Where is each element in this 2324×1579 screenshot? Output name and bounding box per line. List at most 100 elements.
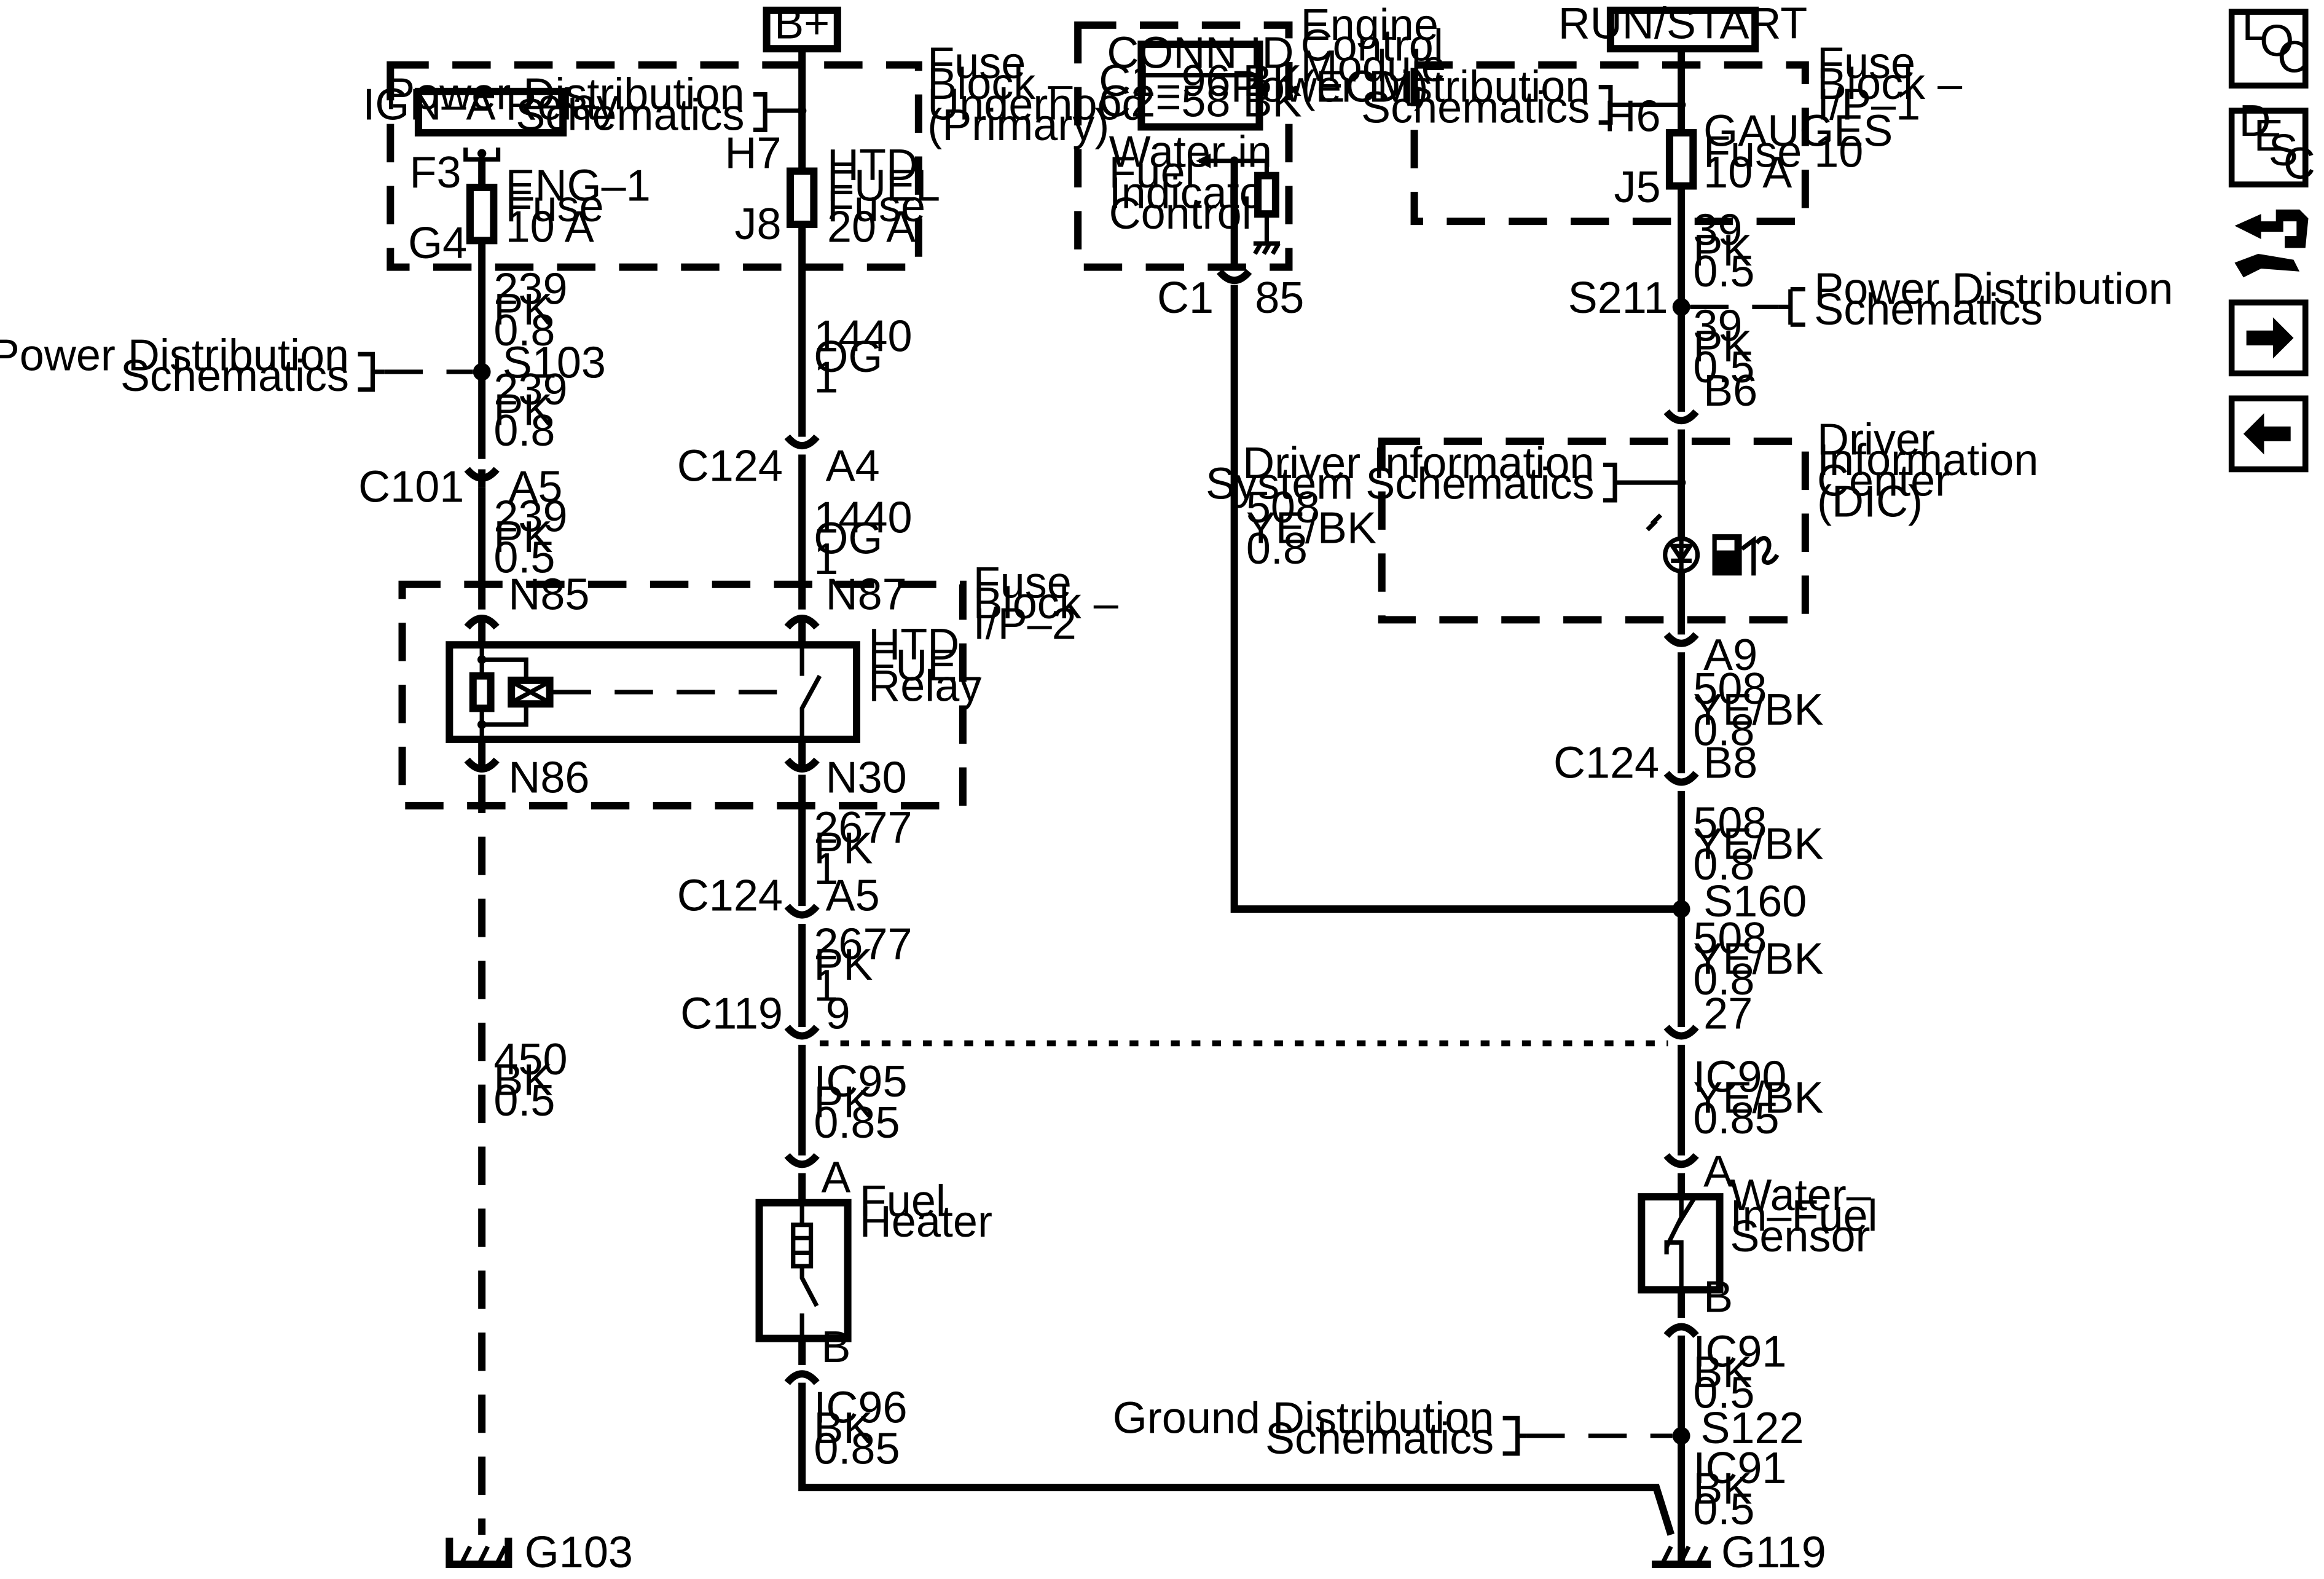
wic91b-1: IC91	[1693, 1444, 1786, 1493]
w239a-2: PK	[493, 285, 552, 334]
htd-fuel-fuse	[786, 167, 818, 228]
next-page-button[interactable]	[2228, 299, 2309, 377]
wic91a-1: IC91	[1693, 1327, 1786, 1376]
wic91a-2: BK	[1693, 1348, 1752, 1397]
wif-sensor-pin-a: A	[1703, 1147, 1733, 1196]
arrow-left-icon	[2243, 413, 2291, 455]
fuse-block-ip2: Fuse Block – I/P–2 HTD FUEL Relay N85 N8…	[398, 558, 1119, 809]
conn-id-line-2: C2=58 BK	[1099, 77, 1301, 127]
w39b-3: 0.5	[1693, 343, 1754, 392]
fuse-block-underhood-title-2: Block –	[927, 60, 1073, 109]
w239c-1: 239	[493, 492, 567, 541]
fuse-block-ip1-title-1: Fuse	[1817, 39, 1915, 88]
wic96-3: 0.85	[814, 1425, 900, 1474]
bplus-label: B+	[774, 0, 830, 48]
ecm-control-2: Fuel	[1109, 148, 1195, 197]
arrow-right-icon	[2246, 317, 2294, 359]
dic-title-4: (DIC)	[1817, 477, 1923, 526]
ecm-control-1: Water in	[1109, 127, 1272, 176]
gauges-fuse-label-1: GAUGES	[1703, 107, 1893, 156]
desc-button[interactable]: D E S C	[2228, 96, 2315, 189]
pd-ref-underhood-1: Power Distribution	[385, 70, 744, 119]
w1440a-2: OG	[814, 333, 882, 382]
dic-top-pin: B6	[1703, 366, 1757, 415]
w239a-3: 0.8	[493, 306, 555, 355]
fuse-block-underhood-title-3: Underhood	[927, 80, 1146, 129]
ground-g103-label: G103	[525, 1528, 633, 1577]
dic-block: Driver Information Center (DIC) Driver I…	[1206, 415, 2038, 624]
runstart-label: RUN/START	[1558, 0, 1807, 48]
w239c-3: 0.5	[493, 534, 555, 583]
ecm-control-4: Control	[1109, 189, 1252, 238]
wic95-1: IC95	[814, 1057, 907, 1106]
htd-fuse-label-3: Fuse	[827, 182, 925, 231]
gauges-fuse-bottom-pin: J5	[1614, 163, 1660, 212]
splice-s103-label: S103	[503, 339, 606, 388]
ecm-pin: 85	[1255, 274, 1304, 323]
previous-page-button[interactable]	[2228, 395, 2309, 473]
ground-dist-ref-1: Ground Distribution	[1113, 1393, 1494, 1443]
w508c-3: 0.8	[1693, 955, 1754, 1004]
fuel-heater-label-1: Fuel	[860, 1176, 946, 1226]
middle-circuit: C124 A4 C124 A5 C119 9 1440 OG 1 1440 OG…	[677, 49, 1675, 1536]
eng1-fuse-label-1: ENG–1	[506, 162, 651, 211]
splice-s103	[473, 363, 491, 381]
c124-left-label: C124	[677, 442, 783, 491]
eng1-fuse-top-pin: F3	[410, 148, 461, 197]
pd-ref-right-2: Schematics	[1814, 285, 2043, 334]
w2677b-2: PK	[814, 940, 873, 990]
c119-pin-left: 9	[826, 989, 850, 1038]
wif-sensor-label-2: In–Fuel	[1730, 1191, 1877, 1240]
c124-mid-label: C124	[677, 871, 783, 920]
w1440b-3: 1	[814, 535, 838, 584]
wic96-2: BK	[814, 1404, 873, 1453]
conn-id-header: CONN ID	[1107, 28, 1294, 77]
w239b-2: PK	[493, 385, 552, 435]
fuse-block-underhood-title-4: (Primary)	[927, 101, 1109, 150]
fuse-block-ip1-title-3: I/P–1	[1817, 80, 1920, 129]
desc-letter-d: D	[2239, 96, 2271, 146]
dic-title-1: Driver	[1817, 415, 1935, 464]
fuel-heater-pin-a: A	[821, 1153, 850, 1202]
w2677b-3: 1	[814, 961, 838, 1010]
c124-right-label: C124	[1553, 738, 1659, 787]
wic96-1: IC96	[814, 1384, 907, 1433]
htd-fuse-label-1: HTD	[827, 141, 918, 190]
fuse-block-ip2-title-1: Fuse	[973, 558, 1072, 607]
pd-ref-right-1: Power Distribution	[1814, 265, 2173, 314]
fuse-block-ip2-title-3: I/P–2	[973, 600, 1077, 649]
w2677a-2: PK	[814, 824, 873, 873]
c101-label: C101	[358, 462, 464, 511]
w508c-2: YE/BK	[1693, 935, 1823, 984]
runstart-source: RUN/START	[1558, 0, 1807, 53]
wic90-1: IC90	[1693, 1053, 1786, 1102]
pin-n86: N86	[508, 753, 589, 802]
w39a-3: 0.5	[1693, 247, 1754, 296]
ecm-title-4: (ECM)	[1301, 63, 1429, 112]
connector-wrench-button[interactable]	[2234, 209, 2309, 278]
gauges-fuse-top-pin: H6	[1604, 92, 1660, 141]
dic-title-3: Center	[1817, 457, 1950, 506]
w239a-1: 239	[493, 265, 567, 314]
htd-fuse-bottom-pin: J8	[734, 200, 781, 249]
ecm-control-3: Indicator	[1109, 169, 1279, 218]
dic-ref-1: Driver Information	[1242, 439, 1594, 488]
w2677b-1: 2677	[814, 920, 912, 969]
fuse-block-ip1-title-2: Block –	[1817, 60, 1963, 109]
loc-letter-c: C	[2277, 33, 2309, 82]
pd-ref-ip1-1: Power Distribution	[1231, 63, 1590, 112]
w508ecm-2: YE/BK	[1246, 504, 1376, 553]
fuse-block-ip1: Fuse Block – I/P–1 Power Distribution Sc…	[1231, 39, 1963, 226]
w508ecm-3: 0.8	[1246, 524, 1308, 573]
loc-button[interactable]: L O C	[2228, 1, 2309, 89]
right-circuit: S211 Power Distribution Schematics S160 …	[1113, 49, 2173, 1577]
loc-letter-l: L	[2242, 1, 2266, 50]
eng1-fuse	[466, 183, 498, 245]
pd-ref-left-2: Schematics	[120, 352, 349, 401]
w1440b-2: OG	[814, 514, 882, 563]
ecm-connector: C1	[1157, 274, 1214, 323]
gauges-fuse-label-3: 10 A	[1703, 148, 1792, 197]
pin-n30: N30	[826, 753, 907, 802]
w239b-3: 0.8	[493, 406, 555, 455]
ign-a-relay-box	[414, 87, 567, 137]
